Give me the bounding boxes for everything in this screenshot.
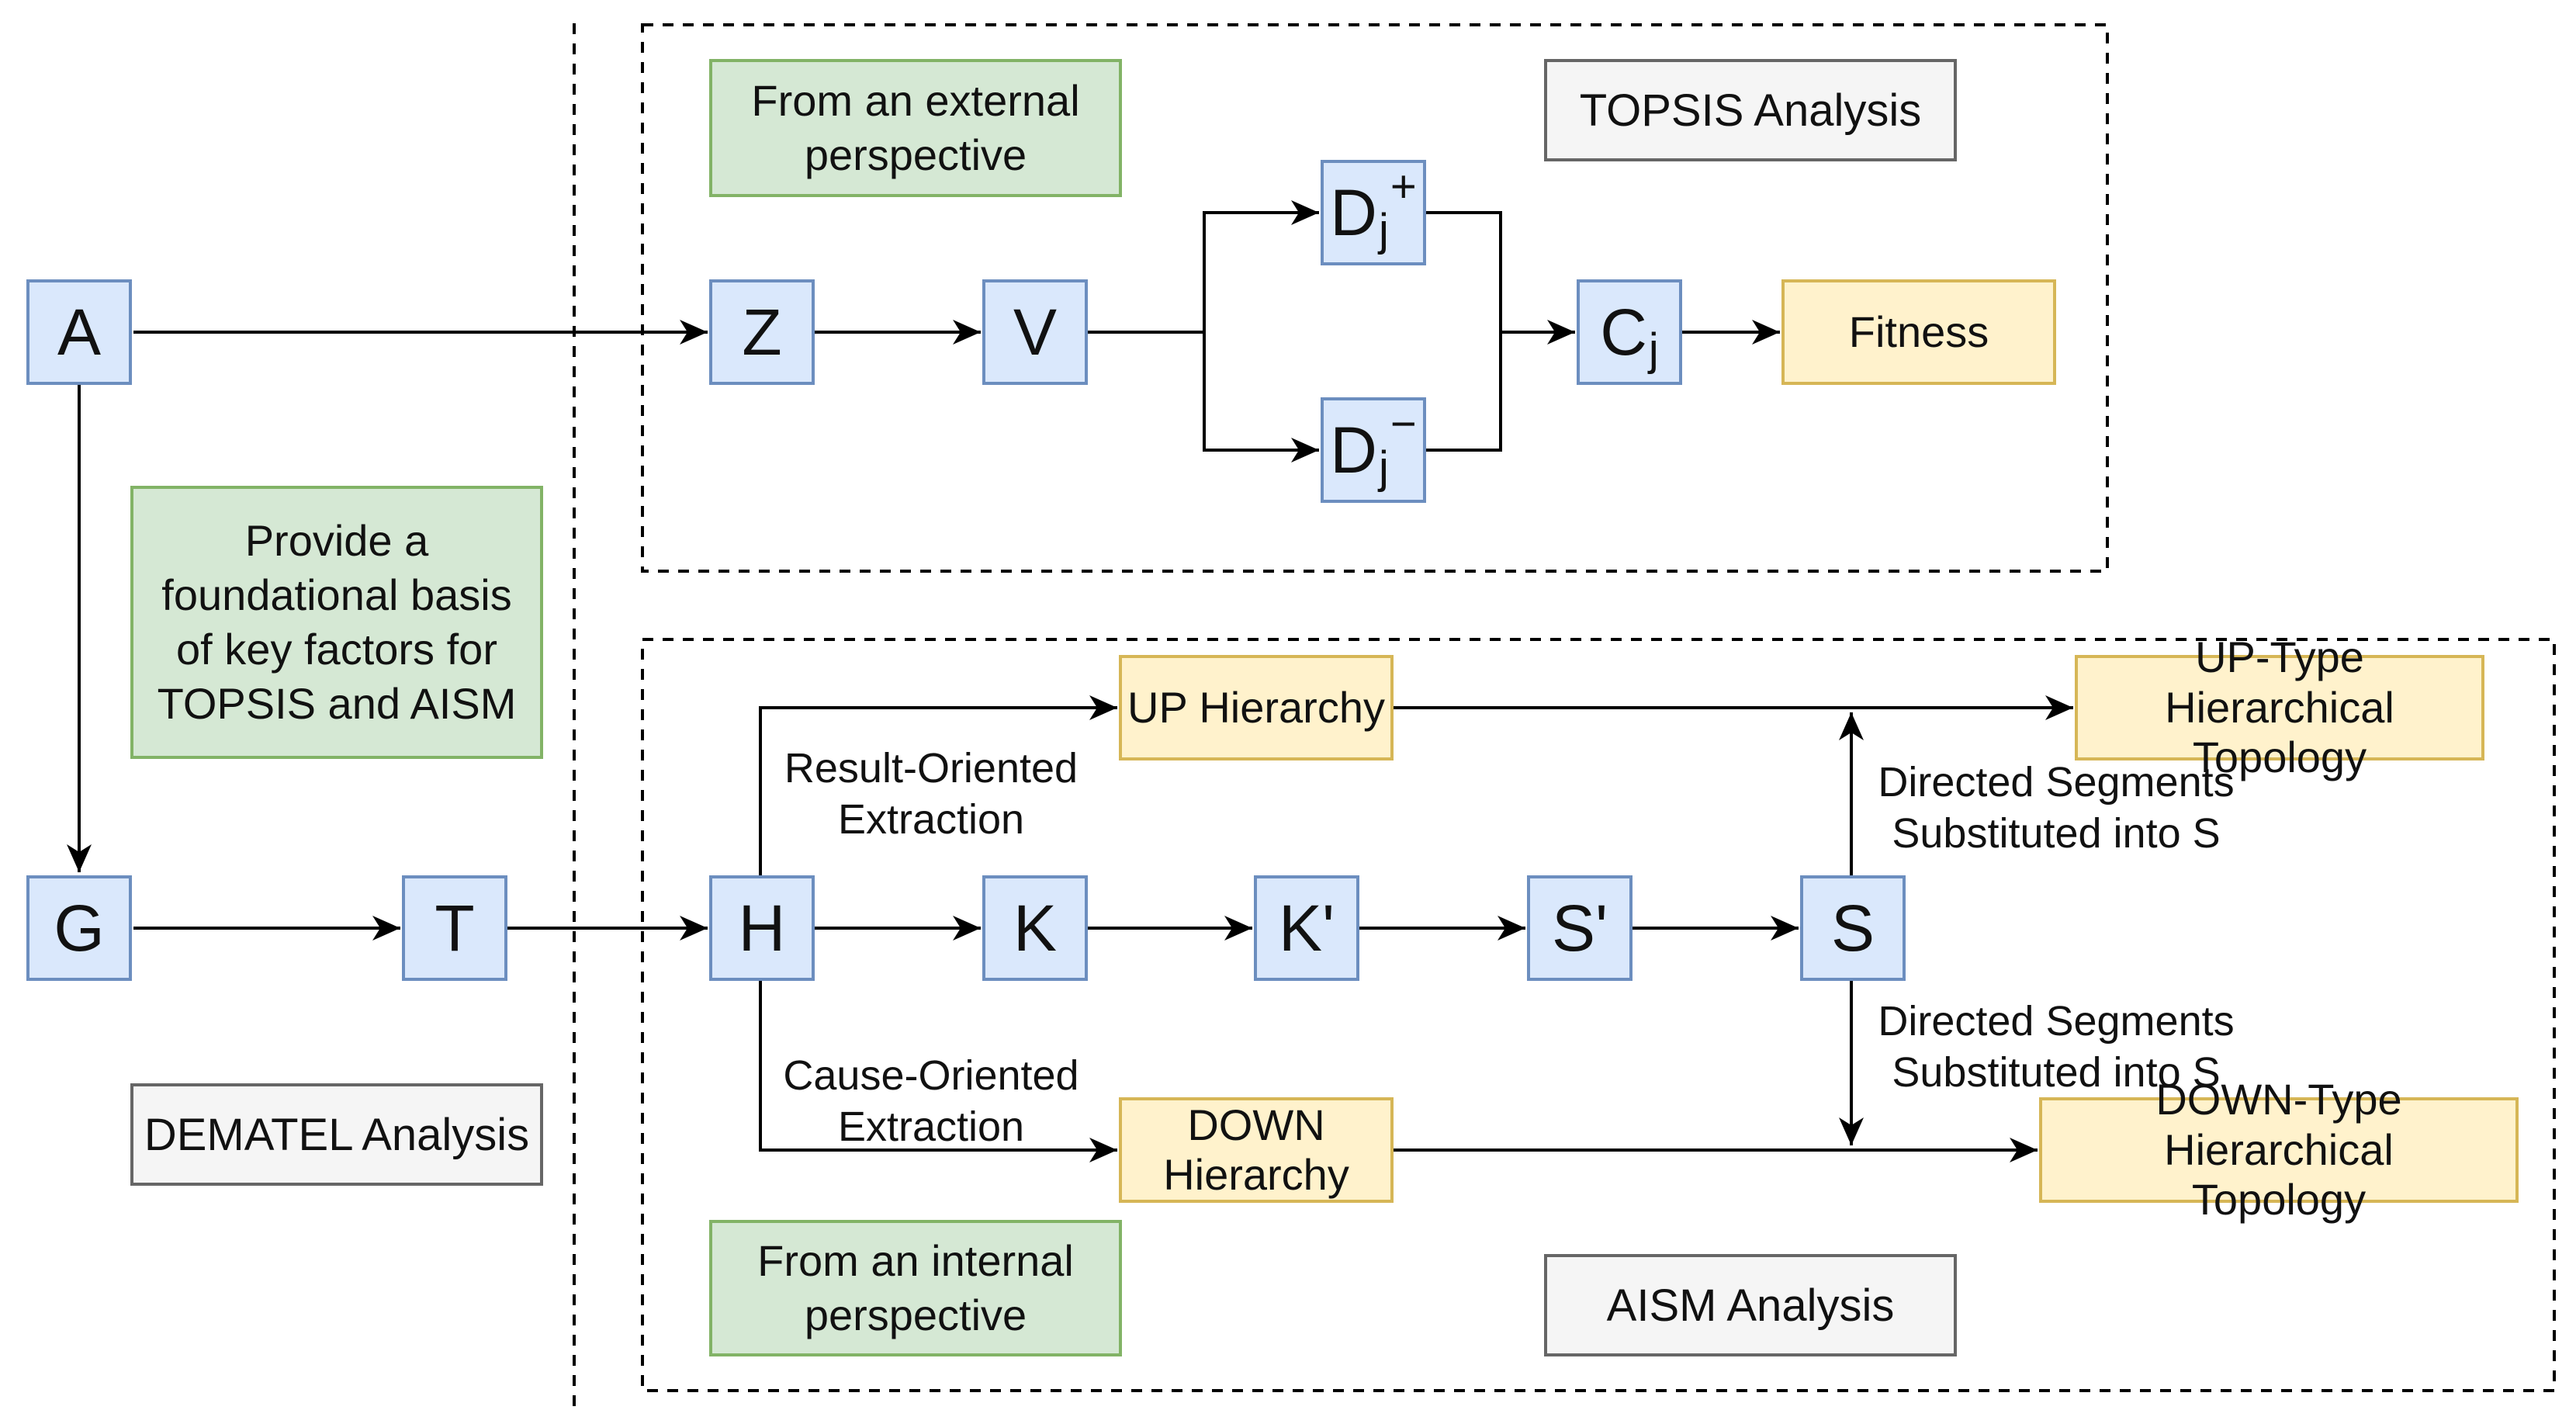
down-topology-text: DOWN-Type Hierarchical Topology — [2155, 1075, 2402, 1225]
edge-H-down-hierarchy — [759, 981, 1117, 1162]
Djplus-base: D — [1330, 175, 1377, 249]
external-perspective-note: From an external perspective — [709, 59, 1122, 197]
node-K: K — [982, 875, 1088, 981]
node-K-prime: K' — [1254, 875, 1359, 981]
topsis-panel — [641, 23, 2109, 573]
Cj-base: C — [1600, 295, 1647, 369]
down-hierarchy-node: DOWN Hierarchy — [1119, 1097, 1394, 1203]
Djplus-sub: j — [1378, 204, 1389, 255]
Djminus-sup: − — [1390, 398, 1417, 449]
edge-H-up-hierarchy — [759, 695, 1117, 875]
external-perspective-text: From an external perspective — [751, 76, 1080, 179]
Djplus-sup: + — [1390, 161, 1417, 212]
node-Z: Z — [709, 279, 815, 385]
foundation-note: Provide a foundational basis of key fact… — [130, 486, 543, 759]
up-topology-node: UP-Type Hierarchical Topology — [2075, 632, 2484, 781]
result-oriented-label: Result-Oriented Extraction — [768, 743, 1094, 846]
Djminus-sub: j — [1378, 442, 1389, 493]
node-H: H — [709, 875, 815, 981]
node-G: G — [26, 875, 132, 981]
directed-down-label: Directed Segments Substituted into S — [1862, 996, 2250, 1099]
directed-down-text: Directed Segments Substituted into S — [1878, 998, 2235, 1096]
directed-up-label: Directed Segments Substituted into S — [1862, 757, 2250, 860]
aism-title: AISM Analysis — [1544, 1254, 1957, 1356]
Djminus-base: D — [1330, 413, 1377, 487]
Cj-sub: j — [1648, 324, 1659, 375]
cause-oriented-text: Cause-Oriented Extraction — [783, 1052, 1079, 1150]
aism-panel — [641, 638, 2556, 1392]
directed-up-text: Directed Segments Substituted into S — [1878, 759, 2235, 857]
internal-perspective-text: From an internal perspective — [757, 1236, 1074, 1339]
node-V: V — [982, 279, 1088, 385]
node-A: A — [26, 279, 132, 385]
edge-Djplus-Cj — [1426, 211, 1502, 452]
edge-V-Djplus — [1086, 200, 1319, 334]
down-topology-node: DOWN-Type Hierarchical Topology — [2039, 1075, 2519, 1224]
result-oriented-text: Result-Oriented Extraction — [784, 745, 1079, 843]
topsis-title: TOPSIS Analysis — [1544, 59, 1957, 161]
node-S-prime: S' — [1527, 875, 1633, 981]
node-T: T — [402, 875, 507, 981]
edge-V-Djminus — [1203, 332, 1319, 463]
dematel-title: DEMATEL Analysis — [130, 1083, 543, 1186]
up-hierarchy-node: UP Hierarchy — [1119, 655, 1394, 760]
cause-oriented-label: Cause-Oriented Extraction — [768, 1051, 1094, 1153]
node-S: S — [1800, 875, 1906, 981]
up-topology-text: UP-Type Hierarchical Topology — [2165, 632, 2394, 782]
down-hierarchy-text: DOWN Hierarchy — [1163, 1100, 1349, 1199]
foundation-text: Provide a foundational basis of key fact… — [157, 516, 517, 728]
internal-perspective-note: From an internal perspective — [709, 1220, 1122, 1356]
fitness-node: Fitness — [1781, 279, 2056, 385]
